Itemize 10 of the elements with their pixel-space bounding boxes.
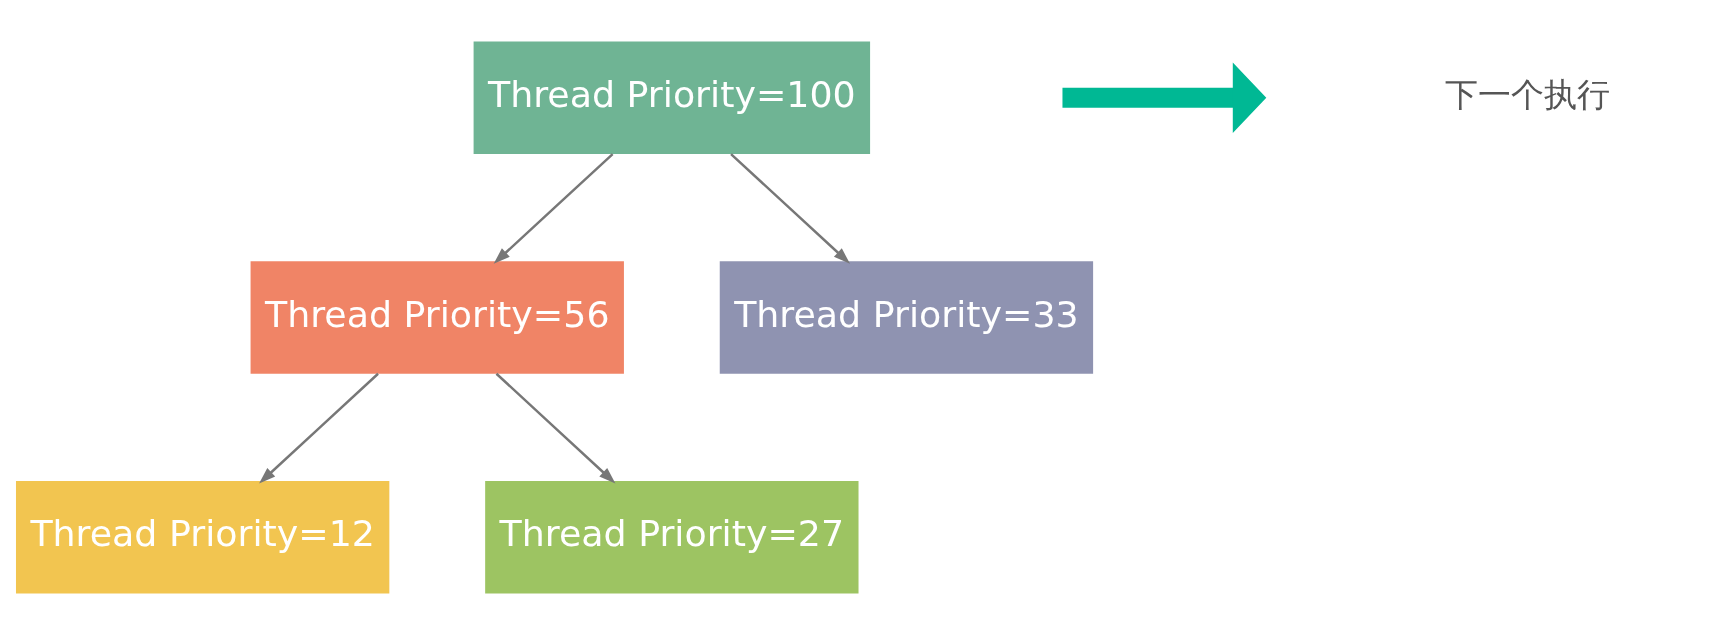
arrow [259,372,379,483]
node-box: Thread Priority=33 [719,260,1094,374]
node-box: Thread Priority=12 [16,480,390,593]
arrow [493,152,614,264]
arrow [730,152,850,264]
legend-label: 下一个执行 [1445,74,1611,114]
arrow [495,372,616,483]
node-box: Thread Priority=56 [250,260,624,374]
node-box: Thread Priority=100 [473,41,871,154]
node-box: Thread Priority=27 [485,480,859,593]
